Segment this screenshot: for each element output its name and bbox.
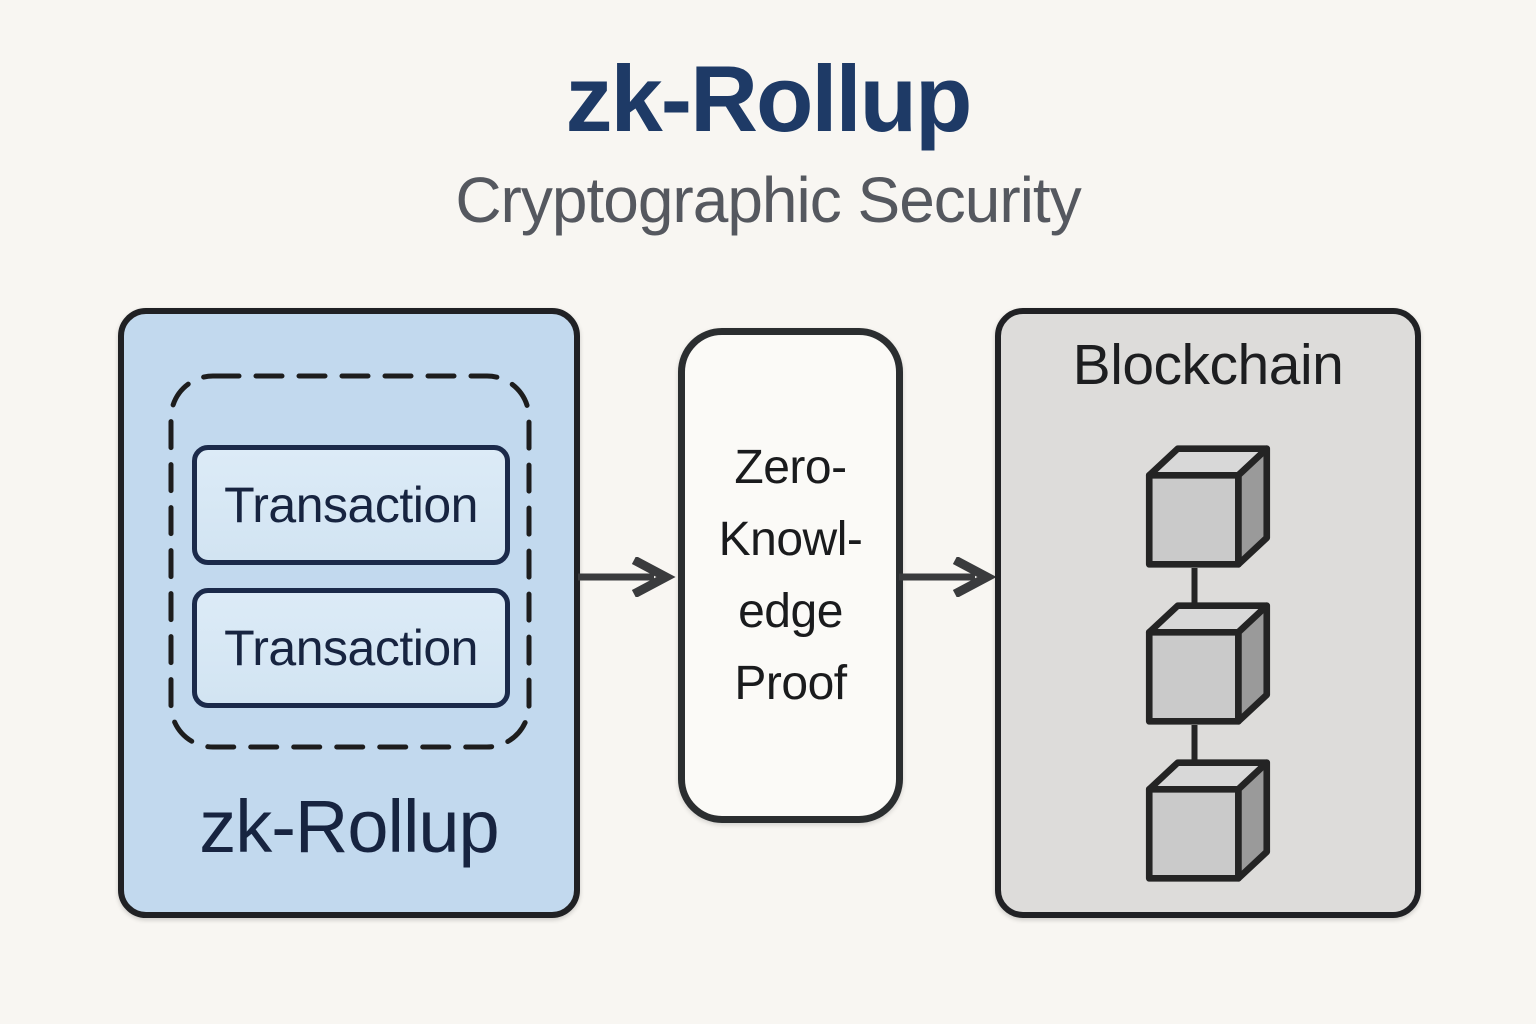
transaction-box: Transaction bbox=[192, 588, 510, 708]
page-subtitle: Cryptographic Security bbox=[455, 164, 1081, 236]
block-cube-icon bbox=[1145, 759, 1271, 882]
transaction-label: Transaction bbox=[224, 477, 478, 533]
block-cube-icon bbox=[1145, 602, 1271, 725]
chain-link bbox=[1191, 725, 1197, 761]
proof-text-line: Knowl- bbox=[718, 512, 863, 566]
rollup-panel: Transaction Transaction zk-Rollup bbox=[118, 308, 580, 918]
cube-stack bbox=[1145, 444, 1272, 885]
transaction-label: Transaction bbox=[224, 620, 478, 676]
chain-link bbox=[1191, 568, 1197, 604]
block-cube-icon bbox=[1145, 445, 1271, 568]
rollup-panel-label: zk-Rollup bbox=[199, 785, 499, 868]
blockchain-panel-title: Blockchain bbox=[1072, 333, 1344, 397]
page-title: zk-Rollup bbox=[565, 46, 973, 151]
blockchain-panel: Blockchain bbox=[995, 308, 1421, 918]
proof-text-line: Proof bbox=[734, 656, 847, 710]
arrow-right-icon bbox=[899, 557, 997, 597]
batch-dashed-border bbox=[168, 373, 532, 750]
arrow-right-icon bbox=[578, 557, 676, 597]
transaction-box: Transaction bbox=[192, 445, 510, 565]
proof-text-line: Zero- bbox=[734, 440, 847, 494]
zero-knowledge-proof-node: Zero- Knowl- edge Proof bbox=[678, 328, 903, 823]
proof-text-line: edge bbox=[738, 584, 843, 638]
